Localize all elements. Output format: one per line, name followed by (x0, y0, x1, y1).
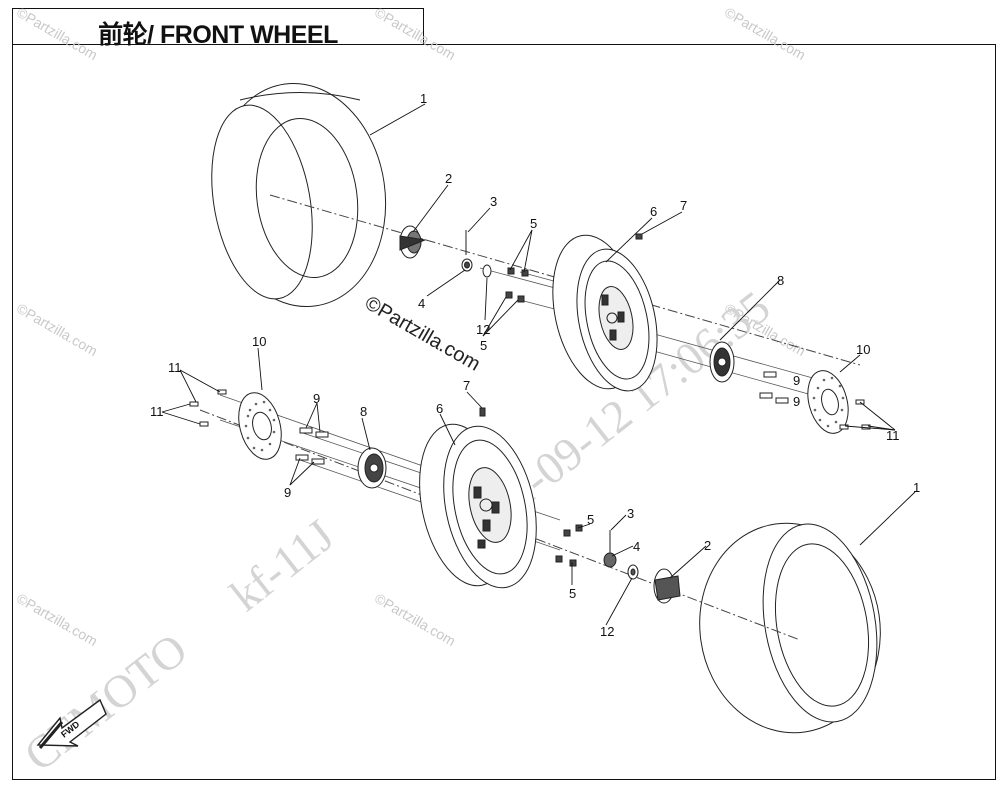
brake-disc-right (807, 370, 849, 434)
callout-8: 8 (777, 273, 784, 288)
title-box: 前轮/ FRONT WHEEL (12, 8, 424, 49)
callout-9: 9 (313, 391, 320, 406)
tire-bottom (699, 522, 881, 734)
callout-5: 5 (569, 586, 576, 601)
callout-1: 1 (913, 480, 920, 495)
brake-disc-left (238, 392, 282, 460)
callout-10: 10 (856, 342, 870, 357)
callout-9: 9 (793, 394, 800, 409)
hub-cap-bottom (653, 568, 681, 604)
callout-6: 6 (650, 204, 657, 219)
studs (295, 371, 789, 465)
callout-5: 5 (530, 216, 537, 231)
hub-cap-top (399, 225, 427, 259)
rim-top (552, 234, 658, 392)
callout-12: 12 (476, 322, 490, 337)
callout-5: 5 (587, 512, 594, 527)
callout-11: 11 (886, 428, 900, 443)
callout-10: 10 (252, 334, 266, 349)
callout-9: 9 (284, 485, 291, 500)
callout-3: 3 (490, 194, 497, 209)
fwd-arrow-icon (36, 698, 107, 749)
tire-top (211, 82, 387, 308)
callout-11: 11 (168, 360, 182, 375)
brake-hub-bottom (357, 447, 387, 489)
callout-5: 5 (480, 338, 487, 353)
callout-7: 7 (680, 198, 687, 213)
rim-bottom (419, 423, 537, 589)
callout-9: 9 (793, 373, 800, 388)
callout-2: 2 (445, 171, 452, 186)
callout-8: 8 (360, 404, 367, 419)
callout-6: 6 (436, 401, 443, 416)
callout-4: 4 (633, 539, 640, 554)
brake-hub-top (709, 341, 735, 383)
callout-2: 2 (704, 538, 711, 553)
callout-1: 1 (420, 91, 427, 106)
diagram-frame (12, 44, 996, 780)
callout-11: 11 (150, 404, 164, 419)
callout-3: 3 (627, 506, 634, 521)
callout-12: 12 (600, 624, 614, 639)
callout-7: 7 (463, 378, 470, 393)
callout-4: 4 (418, 296, 425, 311)
leader-lines (161, 103, 916, 626)
